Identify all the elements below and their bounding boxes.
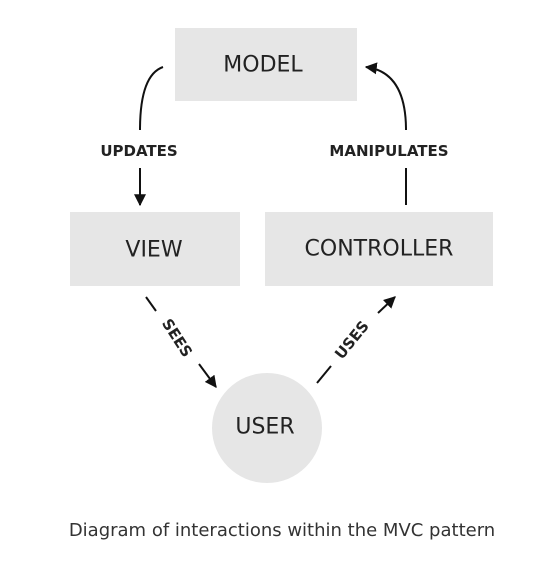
updates-label: UPDATES bbox=[100, 142, 177, 160]
model-node: MODEL bbox=[175, 28, 357, 101]
model-label: MODEL bbox=[223, 53, 303, 78]
uses-label: USES bbox=[331, 317, 373, 363]
diagram-caption: Diagram of interactions within the MVC p… bbox=[68, 520, 496, 541]
manipulates-arrow-upper bbox=[364, 62, 407, 131]
updates-arrow-upper bbox=[139, 66, 164, 131]
view-label: VIEW bbox=[125, 238, 182, 263]
updates-edge: UPDATES bbox=[100, 66, 178, 207]
view-node: VIEW bbox=[70, 212, 240, 286]
user-label: USER bbox=[235, 415, 294, 440]
controller-box bbox=[265, 212, 493, 286]
model-box bbox=[175, 28, 357, 101]
uses-arrow-start bbox=[316, 365, 332, 384]
sees-arrow-end bbox=[198, 363, 217, 388]
view-box bbox=[70, 212, 240, 286]
controller-node: CONTROLLER bbox=[265, 212, 493, 286]
manipulates-label: MANIPULATES bbox=[329, 142, 448, 160]
manipulates-edge: MANIPULATES bbox=[329, 62, 449, 205]
user-circle bbox=[212, 373, 322, 483]
sees-arrow-start bbox=[145, 296, 157, 312]
uses-arrow-end bbox=[377, 296, 396, 314]
sees-label: SEES bbox=[158, 315, 196, 360]
sees-edge: SEES bbox=[145, 296, 217, 388]
user-node: USER bbox=[212, 373, 322, 483]
controller-label: CONTROLLER bbox=[305, 237, 454, 262]
uses-edge: USES bbox=[316, 296, 396, 384]
